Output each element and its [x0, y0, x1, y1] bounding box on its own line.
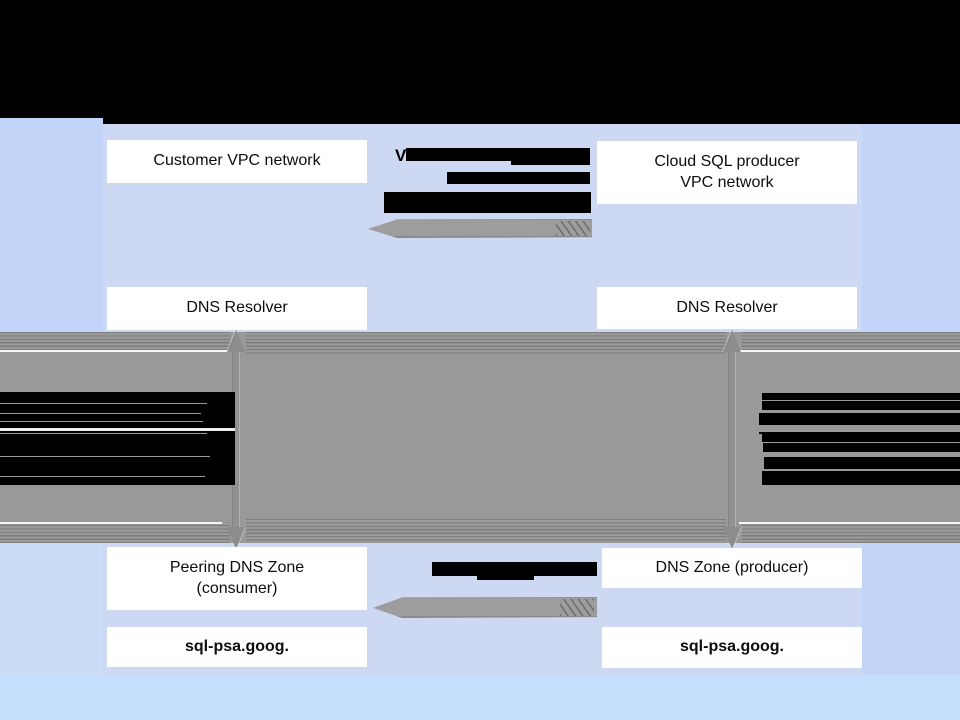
- redacted-right-line-4: [762, 434, 960, 442]
- redacted-bottom-line-descender: [477, 576, 534, 580]
- band-stripe-top-mid: [246, 332, 726, 356]
- redacted-text-line-1: [406, 148, 590, 161]
- peering-dns-zone-label-line2: (consumer): [196, 579, 278, 597]
- band-stripe-top-left: [0, 332, 230, 350]
- dns-zone-producer-label: DNS Zone (producer): [655, 558, 809, 576]
- vertical-arrow-left-shaft: [233, 348, 239, 528]
- redacted-left-gap-5: [0, 456, 210, 458]
- redacted-left-gap-6: [0, 476, 205, 478]
- band-white-line-top-left: [0, 350, 229, 353]
- arrow-left-bottom-icon: [373, 597, 597, 618]
- redacted-band-block-left: [0, 392, 235, 485]
- peering-dns-zone-label-line1: Peering DNS Zone: [169, 559, 305, 577]
- redacted-left-gap-3: [0, 421, 203, 423]
- redacted-title-banner: [0, 0, 960, 118]
- band-white-line-bottom-right: [739, 521, 960, 524]
- arrow-left-top-icon: [368, 219, 592, 238]
- band-stripe-bottom-mid: [246, 519, 726, 543]
- redacted-right-line-2: [762, 401, 960, 410]
- redacted-left-gap-1: [0, 403, 207, 405]
- redacted-text-line-3: [384, 192, 591, 213]
- redacted-right-line-6: [764, 457, 960, 469]
- redacted-left-gap-2: [0, 413, 201, 415]
- domain-left-label: sql-psa.goog.: [185, 637, 289, 655]
- band-white-line-top-right: [739, 350, 960, 353]
- redacted-title-banner-edge: [103, 118, 960, 124]
- producer-vpc-label-line1: Cloud SQL producer: [654, 153, 800, 171]
- dns-resolver-box-left: DNS Resolver: [107, 287, 367, 330]
- redacted-bottom-line: [432, 562, 597, 576]
- redacted-right-line-3: [759, 413, 960, 425]
- redacted-right-line-5: [763, 443, 960, 452]
- band-stripe-bottom-left: [0, 525, 230, 543]
- redacted-right-line-7: [762, 471, 960, 485]
- vertical-arrow-right-shaft: [729, 348, 735, 528]
- redacted-text-line-2: [447, 172, 590, 184]
- vertical-arrow-left-down-icon: [227, 527, 245, 549]
- dns-resolver-left-label: DNS Resolver: [186, 299, 288, 317]
- redacted-text-prefix: V: [395, 146, 407, 165]
- customer-vpc-label: Customer VPC network: [153, 152, 321, 170]
- dns-resolver-box-right: DNS Resolver: [597, 287, 857, 329]
- domain-right-label: sql-psa.goog.: [680, 638, 784, 656]
- redacted-right-line-1: [762, 393, 960, 400]
- dns-resolver-right-label: DNS Resolver: [676, 298, 778, 316]
- arrow-left-top-hatch: [556, 221, 590, 236]
- peering-dns-zone-box: Peering DNS Zone (consumer): [107, 547, 367, 610]
- bottom-background-strip: [0, 675, 960, 720]
- vertical-arrow-right-down-icon: [723, 527, 741, 549]
- vertical-arrow-right-up-icon: [723, 330, 741, 352]
- customer-vpc-box: Customer VPC network: [107, 140, 367, 183]
- redacted-left-divider: [0, 428, 235, 431]
- redacted-band-block-right: [759, 392, 960, 485]
- domain-box-left: sql-psa.goog.: [107, 627, 367, 667]
- vertical-arrow-left-up-icon: [227, 330, 245, 352]
- arrow-left-bottom-hatch: [560, 599, 594, 616]
- band-white-line-bottom-left: [0, 521, 222, 524]
- bottom-dns-panel-left-strip: [0, 543, 103, 675]
- redacted-text-line-1b: [511, 160, 590, 165]
- redacted-right-divider: [759, 432, 960, 434]
- band-stripe-bottom-right: [742, 525, 960, 543]
- domain-box-right: sql-psa.goog.: [602, 627, 862, 668]
- band-stripe-top-right: [742, 332, 960, 350]
- producer-vpc-box: Cloud SQL producer VPC network: [597, 141, 857, 204]
- producer-vpc-label-line2: VPC network: [680, 173, 774, 191]
- redacted-left-gap-4: [0, 433, 207, 435]
- dns-zone-producer-box: DNS Zone (producer): [602, 548, 862, 588]
